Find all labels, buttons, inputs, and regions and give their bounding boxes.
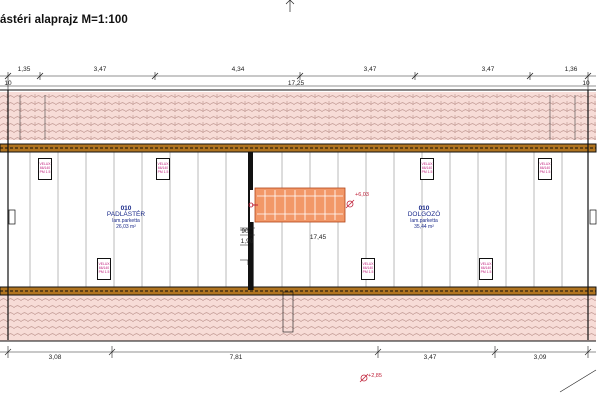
velux-window: VELUX 66/140 PM 1.5 — [479, 258, 493, 280]
velux-window: VELUX 66/140 PM 1.5 — [156, 158, 170, 180]
dim-top-3: 4,34 — [231, 66, 245, 73]
dim-top-total: 17,25 — [287, 80, 305, 87]
dim-bottom-1: 3,08 — [48, 354, 62, 361]
roof-tiles-top — [0, 92, 596, 140]
room-name: DOLGOZÓ — [407, 211, 441, 218]
dim-inner-vertical: 17,45 — [309, 234, 327, 241]
room-label-padlaster: 010 PADLÁSTÉR lam.parketta 26,03 m² — [106, 205, 146, 230]
drawing-title: ástéri alaprajz M=1:100 — [0, 14, 128, 26]
dim-bottom-4: 3,09 — [533, 354, 547, 361]
room-floor: lam.parketta — [112, 218, 140, 224]
room-floor: lam.parketta — [410, 218, 438, 224]
dim-top-2: 3,47 — [93, 66, 107, 73]
dim-stair-width: 90 — [241, 228, 249, 235]
velux-window: VELUX 66/140 PM 1.5 — [538, 158, 552, 180]
velux-window: VELUX 66/140 PM 1.5 — [361, 258, 375, 280]
level-stair: +6,03 — [355, 192, 369, 198]
dim-top-total-right: 10 — [582, 80, 590, 87]
velux-window: VELUX 66/140 PM 1.5 — [97, 258, 111, 280]
dim-stair-length: 1,90 — [240, 238, 254, 245]
dim-top-1: 1,35 — [17, 66, 31, 73]
dim-top-6: 1,36 — [564, 66, 578, 73]
velux-window: VELUX 66/140 PM 1.5 — [38, 158, 52, 180]
dim-top-total-left: 10 — [4, 80, 12, 87]
room-label-dolgozo: 010 DOLGOZÓ lam.parketta 35,44 m² — [407, 205, 441, 230]
room-code: 010 — [120, 205, 132, 212]
dim-top-4: 3,47 — [363, 66, 377, 73]
dimension-lines-top — [0, 72, 596, 90]
velux-window: VELUX 66/140 PM 1.5 — [420, 158, 434, 180]
room-name: PADLÁSTÉR — [106, 211, 146, 218]
dim-bottom-3: 3,47 — [423, 354, 437, 361]
level-bottom: +2,85 — [368, 373, 382, 379]
room-area: 26,03 m² — [116, 224, 136, 230]
dimension-lines-bottom — [0, 346, 596, 358]
room-area: 35,44 m² — [414, 224, 434, 230]
dim-top-5: 3,47 — [481, 66, 495, 73]
staircase — [254, 187, 346, 223]
dim-bottom-2: 7,81 — [229, 354, 243, 361]
room-code: 010 — [418, 205, 430, 212]
roof-tiles-bottom — [0, 295, 596, 341]
